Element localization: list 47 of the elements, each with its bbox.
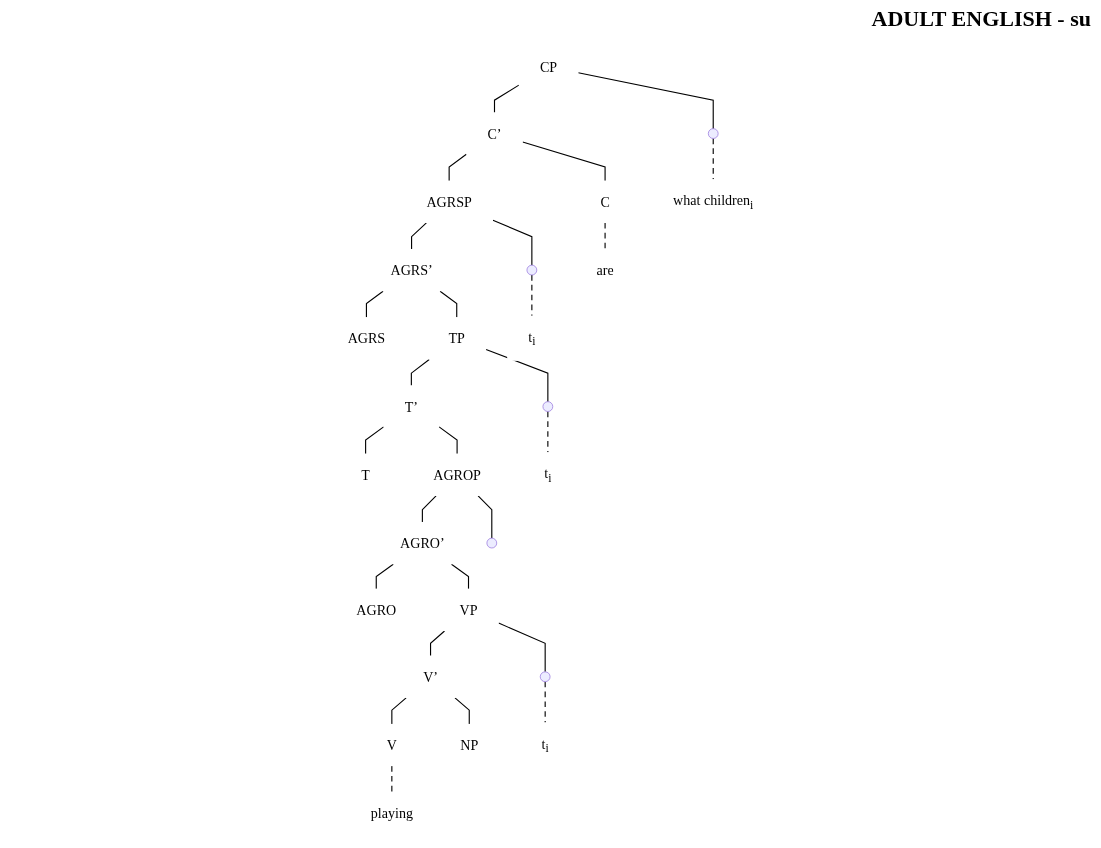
connector: [411, 222, 427, 250]
connector: [448, 153, 467, 182]
connector: [493, 84, 520, 114]
node-text: AGRO: [356, 602, 397, 618]
node-circle: [486, 537, 498, 549]
node-text: AGRS: [347, 330, 386, 347]
connector: [454, 697, 470, 725]
node-text: playing: [370, 805, 413, 821]
node-text: AGROP: [433, 467, 481, 483]
node-text: are: [596, 262, 614, 278]
connector: [498, 622, 546, 673]
node-text: VP: [459, 602, 478, 618]
node-circle: [707, 128, 719, 139]
connector: [365, 426, 385, 455]
connector: [577, 72, 714, 130]
node-text: V’: [423, 669, 438, 685]
connector: [522, 141, 606, 182]
node-text: t$_{i}$: [541, 735, 549, 755]
connector: [421, 495, 437, 523]
node-circle: [526, 264, 538, 276]
connector: [391, 697, 407, 725]
node-text: what children$_{i}$: [673, 192, 754, 212]
connector: [365, 290, 384, 318]
connector: [438, 426, 458, 455]
connector: [450, 563, 470, 590]
connector: [485, 348, 549, 403]
connector: [477, 495, 493, 539]
connector: [410, 358, 430, 387]
node-text: T: [361, 467, 370, 483]
node-text: AGRO’: [400, 535, 445, 551]
node-circle: [539, 671, 551, 683]
node-text: V: [386, 737, 397, 753]
title: ADULT ENGLISH - su: [871, 6, 1091, 32]
node-text: CP: [539, 59, 558, 75]
node-text: T’: [404, 398, 418, 415]
node-text: C: [600, 194, 610, 210]
connector: [430, 630, 446, 657]
connector: [439, 290, 458, 318]
node-text: NP: [460, 737, 479, 753]
connector: [375, 563, 394, 590]
node-text: t$_{i}$: [544, 465, 552, 485]
node-text: TP: [448, 330, 465, 347]
node-text: AGRS’: [390, 262, 433, 278]
node-text: t$_{i}$: [528, 329, 536, 349]
node-circle: [542, 401, 554, 412]
node-text: AGRSP: [426, 194, 472, 210]
node-text: C’: [487, 125, 502, 142]
